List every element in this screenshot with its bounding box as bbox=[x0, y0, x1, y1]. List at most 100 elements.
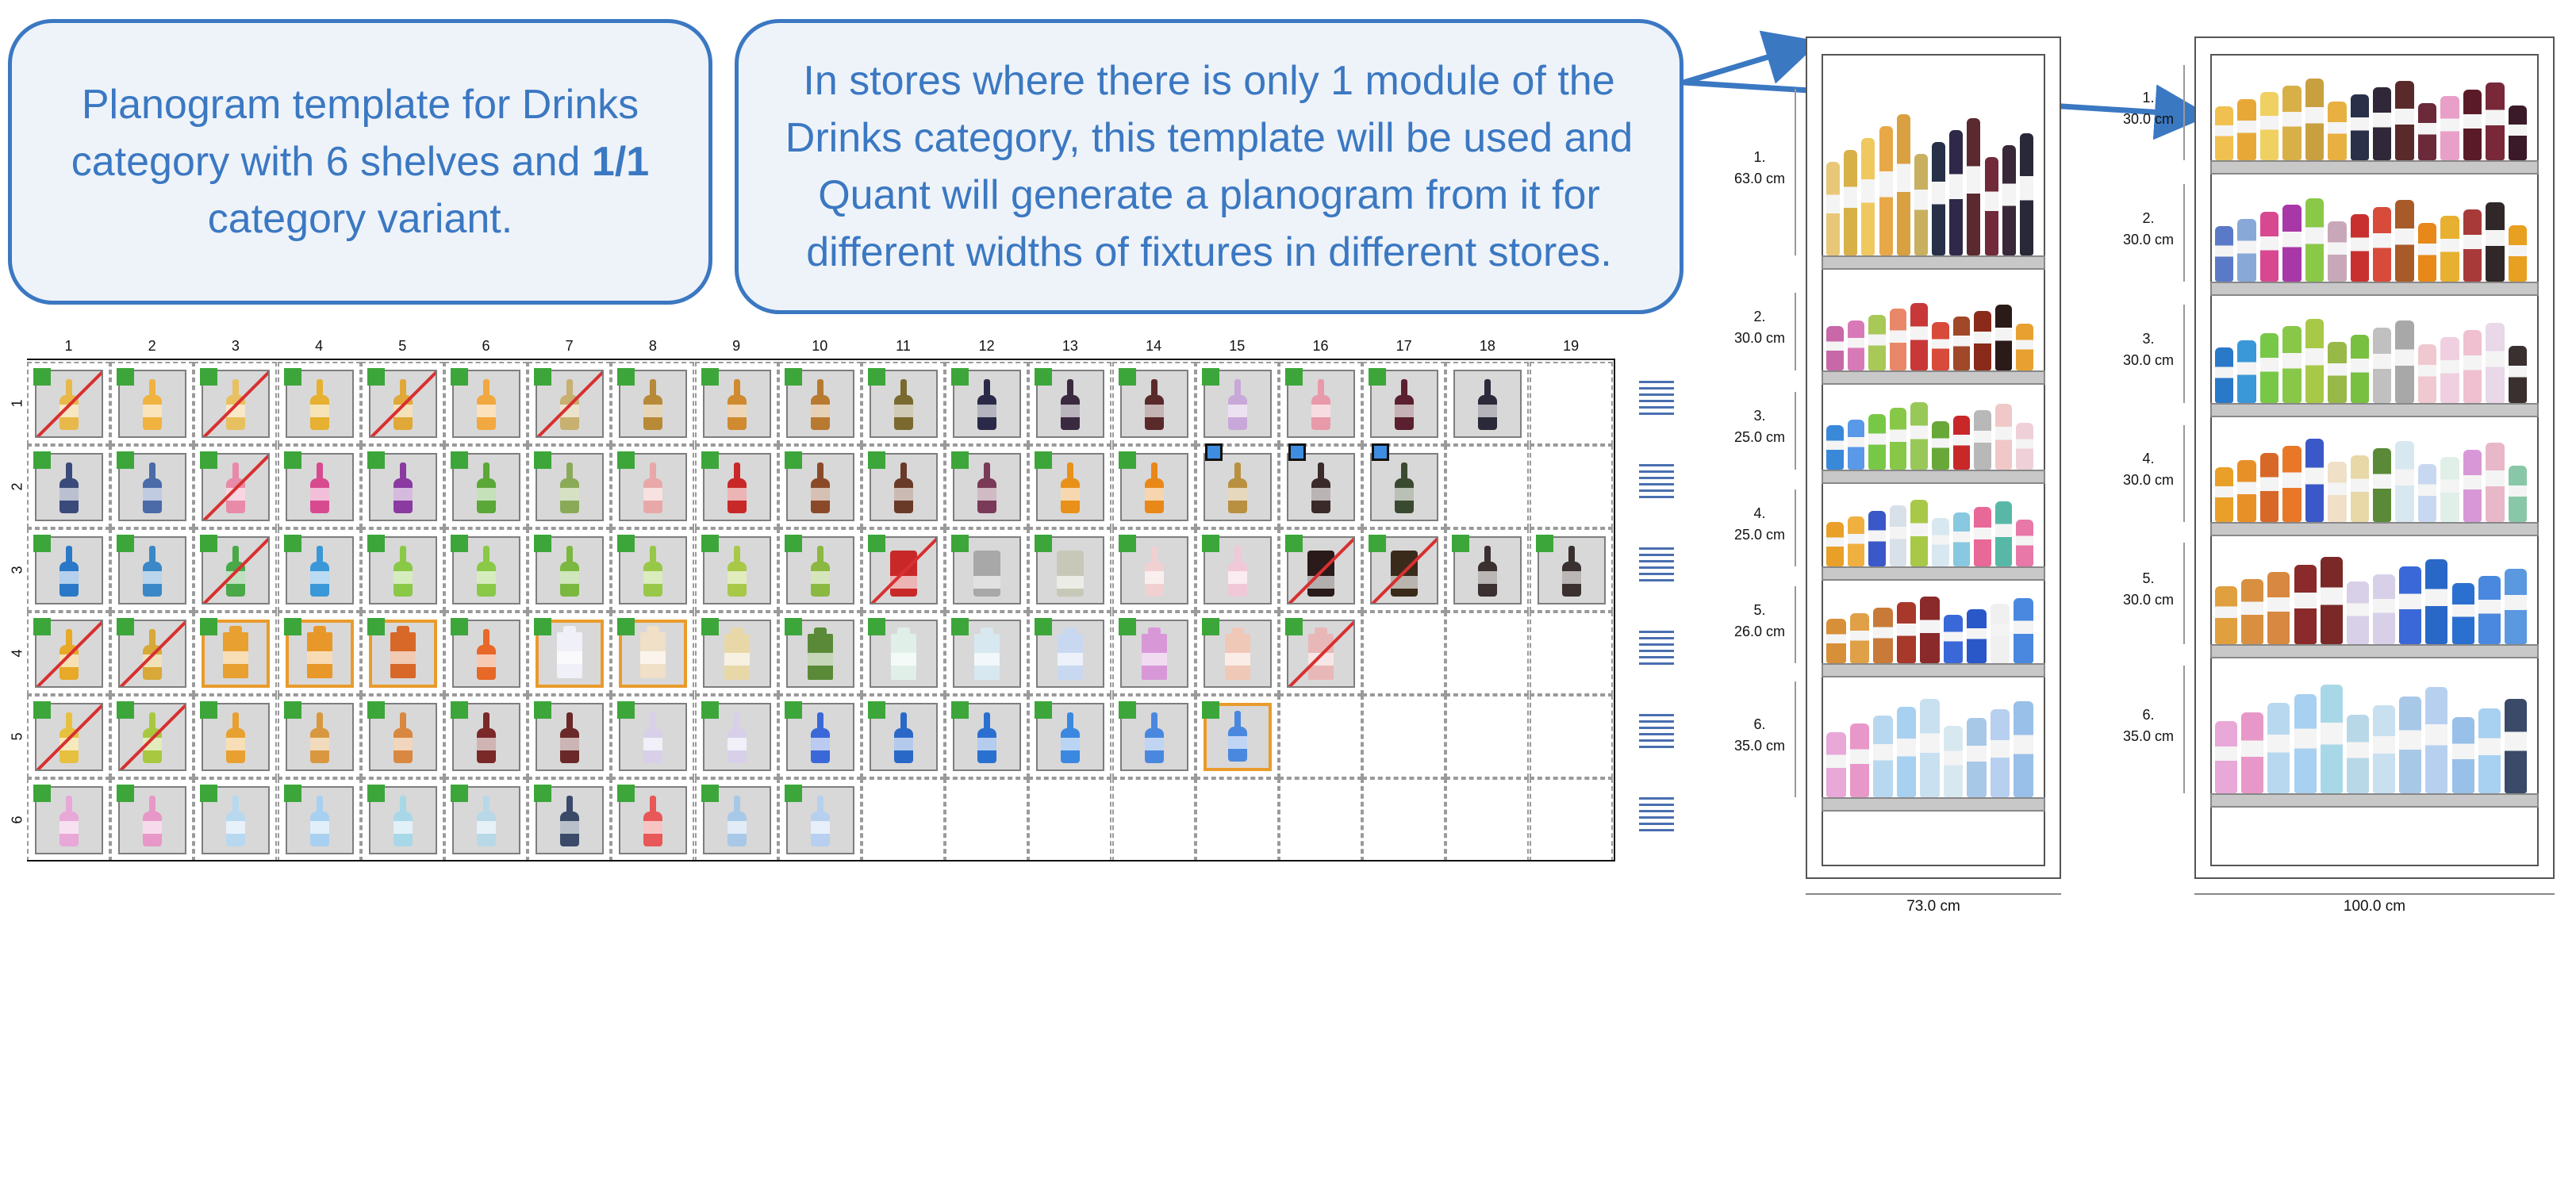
grid-cell[interactable] bbox=[1529, 528, 1613, 612]
grid-cell[interactable] bbox=[1445, 362, 1530, 445]
product-slot[interactable] bbox=[452, 620, 520, 688]
product-slot[interactable] bbox=[202, 453, 271, 521]
grid-cell[interactable] bbox=[528, 695, 612, 778]
product-slot[interactable] bbox=[118, 453, 187, 521]
grid-cell[interactable] bbox=[1028, 362, 1112, 445]
grid-cell[interactable] bbox=[1195, 443, 1279, 528]
grid-cell[interactable] bbox=[528, 362, 612, 445]
grid-cell[interactable] bbox=[1279, 362, 1362, 445]
grid-cell[interactable] bbox=[194, 362, 278, 445]
grid-cell[interactable] bbox=[1529, 445, 1613, 528]
grid-cell[interactable] bbox=[611, 778, 695, 862]
grid-cell[interactable] bbox=[862, 778, 945, 862]
grid-cell[interactable] bbox=[110, 695, 194, 778]
grid-cell[interactable] bbox=[277, 778, 361, 862]
product-slot[interactable] bbox=[202, 370, 271, 438]
grid-cell[interactable] bbox=[277, 695, 361, 778]
grid-cell[interactable] bbox=[945, 778, 1029, 862]
grid-cell[interactable] bbox=[110, 612, 194, 695]
grid-cell[interactable] bbox=[27, 445, 110, 528]
grid-cell[interactable] bbox=[862, 528, 945, 612]
grid-cell[interactable] bbox=[862, 445, 945, 528]
row-menu-icon[interactable] bbox=[1639, 547, 1674, 582]
product-slot[interactable] bbox=[452, 786, 520, 854]
grid-cell[interactable] bbox=[194, 528, 278, 612]
product-slot[interactable] bbox=[536, 453, 605, 521]
grid-cell[interactable] bbox=[194, 778, 278, 862]
product-slot[interactable] bbox=[452, 370, 520, 438]
product-slot[interactable] bbox=[1036, 703, 1105, 771]
product-slot[interactable] bbox=[1370, 453, 1439, 521]
grid-cell[interactable] bbox=[777, 695, 862, 778]
grid-cell[interactable] bbox=[110, 778, 194, 862]
grid-cell[interactable] bbox=[1445, 778, 1530, 862]
grid-cell[interactable] bbox=[1279, 528, 1362, 612]
grid-cell[interactable] bbox=[1028, 528, 1112, 612]
grid-cell[interactable] bbox=[945, 528, 1029, 612]
grid-cell[interactable] bbox=[777, 612, 862, 695]
grid-cell[interactable] bbox=[694, 528, 778, 612]
grid-cell[interactable] bbox=[1362, 443, 1446, 528]
grid-cell[interactable] bbox=[1279, 612, 1362, 695]
grid-cell[interactable] bbox=[1028, 445, 1112, 528]
grid-cell[interactable] bbox=[694, 778, 778, 862]
product-slot[interactable] bbox=[1119, 370, 1188, 438]
grid-cell[interactable] bbox=[360, 695, 444, 778]
grid-cell[interactable] bbox=[1362, 528, 1446, 612]
product-slot[interactable] bbox=[452, 536, 520, 604]
grid-cell[interactable] bbox=[360, 528, 444, 612]
row-menu-icon[interactable] bbox=[1639, 381, 1674, 416]
grid-cell[interactable] bbox=[1111, 695, 1196, 778]
product-slot[interactable] bbox=[35, 786, 103, 854]
grid-cell[interactable] bbox=[1529, 612, 1613, 695]
grid-cell[interactable] bbox=[444, 528, 528, 612]
product-slot[interactable] bbox=[202, 620, 271, 688]
grid-cell[interactable] bbox=[444, 612, 528, 695]
grid-cell[interactable] bbox=[1362, 612, 1446, 695]
product-slot[interactable] bbox=[953, 453, 1022, 521]
grid-cell[interactable] bbox=[444, 695, 528, 778]
grid-cell[interactable] bbox=[528, 612, 612, 695]
row-menu-icon[interactable] bbox=[1639, 797, 1674, 832]
grid-cell[interactable] bbox=[611, 695, 695, 778]
grid-cell[interactable] bbox=[27, 362, 110, 445]
grid-cell[interactable] bbox=[1362, 778, 1446, 862]
product-slot[interactable] bbox=[118, 620, 187, 688]
product-slot[interactable] bbox=[1537, 536, 1606, 604]
grid-cell[interactable] bbox=[694, 362, 778, 445]
product-slot[interactable] bbox=[1453, 370, 1522, 438]
grid-cell[interactable] bbox=[277, 528, 361, 612]
grid-cell[interactable] bbox=[1195, 362, 1279, 445]
grid-cell[interactable] bbox=[110, 362, 194, 445]
grid-cell[interactable] bbox=[1445, 528, 1530, 612]
product-slot[interactable] bbox=[1287, 453, 1355, 521]
grid-cell[interactable] bbox=[1279, 695, 1362, 778]
grid-cell[interactable] bbox=[1111, 778, 1196, 862]
product-slot[interactable] bbox=[785, 620, 854, 688]
grid-cell[interactable] bbox=[611, 528, 695, 612]
grid-cell[interactable] bbox=[1445, 445, 1530, 528]
product-slot[interactable] bbox=[702, 536, 771, 604]
grid-cell[interactable] bbox=[777, 445, 862, 528]
grid-cell[interactable] bbox=[1279, 778, 1362, 862]
grid-cell[interactable] bbox=[277, 362, 361, 445]
grid-cell[interactable] bbox=[862, 695, 945, 778]
product-slot[interactable] bbox=[1203, 620, 1272, 688]
grid-cell[interactable] bbox=[27, 695, 110, 778]
grid-cell[interactable] bbox=[194, 695, 278, 778]
grid-cell[interactable] bbox=[862, 362, 945, 445]
grid-cell[interactable] bbox=[277, 612, 361, 695]
grid-cell[interactable] bbox=[277, 445, 361, 528]
product-slot[interactable] bbox=[368, 620, 437, 688]
grid-cell[interactable] bbox=[1362, 695, 1446, 778]
product-slot[interactable] bbox=[702, 703, 771, 771]
grid-cell[interactable] bbox=[444, 362, 528, 445]
grid-cell[interactable] bbox=[444, 778, 528, 862]
product-slot[interactable] bbox=[702, 786, 771, 854]
product-slot[interactable] bbox=[619, 703, 688, 771]
grid-cell[interactable] bbox=[1111, 528, 1196, 612]
grid-cell[interactable] bbox=[1445, 695, 1530, 778]
grid-cell[interactable] bbox=[1111, 612, 1196, 695]
product-slot[interactable] bbox=[785, 536, 854, 604]
grid-cell[interactable] bbox=[1111, 362, 1196, 445]
